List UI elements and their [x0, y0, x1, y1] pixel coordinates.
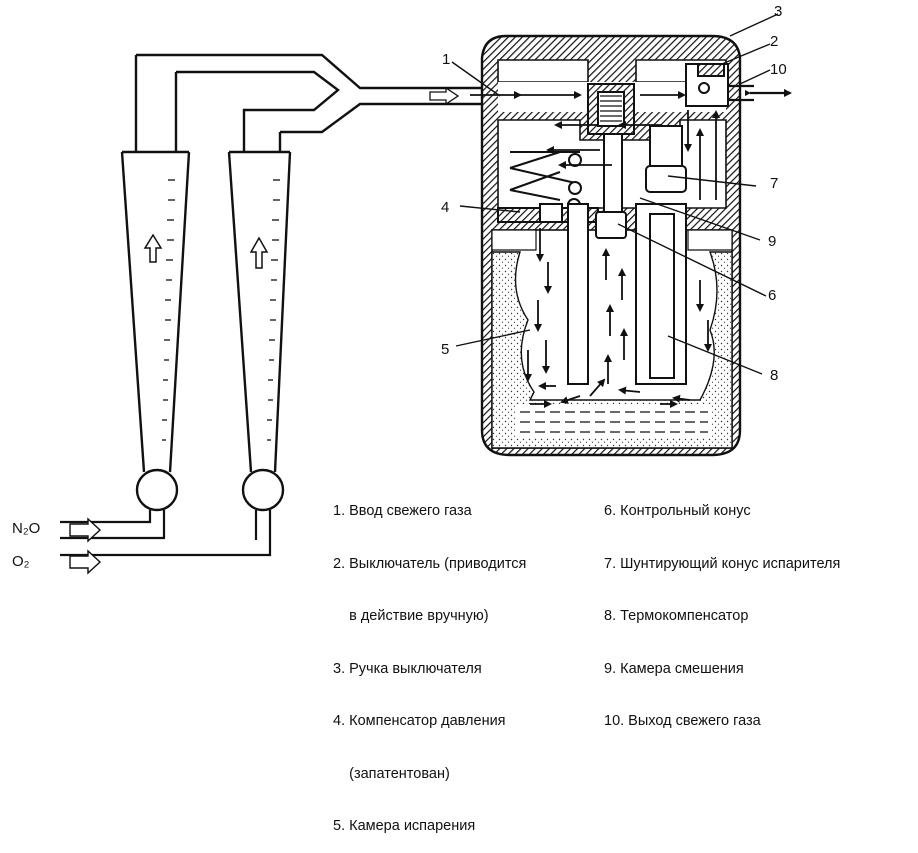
legend-item-9: 9. Камера смешения — [604, 660, 744, 677]
flowmeter-n2o — [60, 55, 191, 540]
flowmeter-o2 — [60, 118, 292, 557]
callout-4: 4 — [441, 199, 449, 216]
callout-numbers: 1 2 3 10 4 5 6 7 9 8 — [441, 3, 787, 384]
callout-1: 1 — [442, 51, 450, 68]
callout-3: 3 — [774, 3, 782, 20]
callout-9: 9 — [768, 233, 776, 250]
gas-manifold — [136, 53, 500, 134]
o2-inlet-arrow-icon — [69, 549, 102, 575]
legend-item-2: 2. Выключатель (приводится — [333, 555, 527, 572]
n2o-inlet-arrow-icon — [69, 517, 102, 543]
manifold-flow-arrow-icon — [429, 86, 460, 106]
callout-7: 7 — [770, 175, 778, 192]
callout-6: 6 — [768, 287, 776, 304]
flowmeter-n2o-scale — [162, 179, 175, 441]
vaporizer-diagram: 1 2 3 10 4 5 6 7 9 8 — [60, 3, 792, 575]
legend-item-10: 10. Выход свежего газа — [604, 713, 761, 729]
callout-leaders — [451, 13, 779, 375]
legend-item-4-cont: (запатентован) — [333, 765, 450, 782]
legend-item-8: 8. Термокомпенсатор — [604, 608, 749, 624]
fresh-gas-outlet — [728, 84, 754, 102]
legend-item-6: 6. Контрольный конус — [604, 503, 751, 519]
bypass-cone — [645, 63, 729, 193]
legend-item-3: 3. Ручка выключателя — [333, 660, 482, 677]
legend-item-7: 7. Шунтирующий конус испарителя — [604, 555, 841, 572]
legend-left: 1. Ввод свежего газа 2. Выключатель (при… — [333, 468, 526, 853]
callout-2: 2 — [770, 33, 778, 50]
legend-item-4: 4. Компенсатор давления — [333, 713, 506, 729]
legend-item-2-cont: в действие вручную) — [333, 608, 489, 624]
n2o-label: N₂O — [12, 520, 41, 537]
flow-up-arrow-icon — [143, 233, 163, 263]
callout-5: 5 — [441, 341, 449, 358]
legend-item-1: 1. Ввод свежего газа — [333, 503, 472, 519]
callout-8: 8 — [770, 367, 778, 384]
callout-10: 10 — [770, 61, 787, 78]
legend-item-5: 5. Камера испарения — [333, 818, 476, 834]
control-shaft — [567, 83, 687, 385]
flowmeter-o2-scale — [267, 179, 280, 441]
flow-up-arrow-icon — [249, 236, 269, 269]
gas-flow-arrows — [470, 91, 720, 408]
legend-right: 6. Контрольный конус 7. Шунтирующий кону… — [604, 468, 840, 748]
o2-label: O₂ — [12, 553, 30, 570]
